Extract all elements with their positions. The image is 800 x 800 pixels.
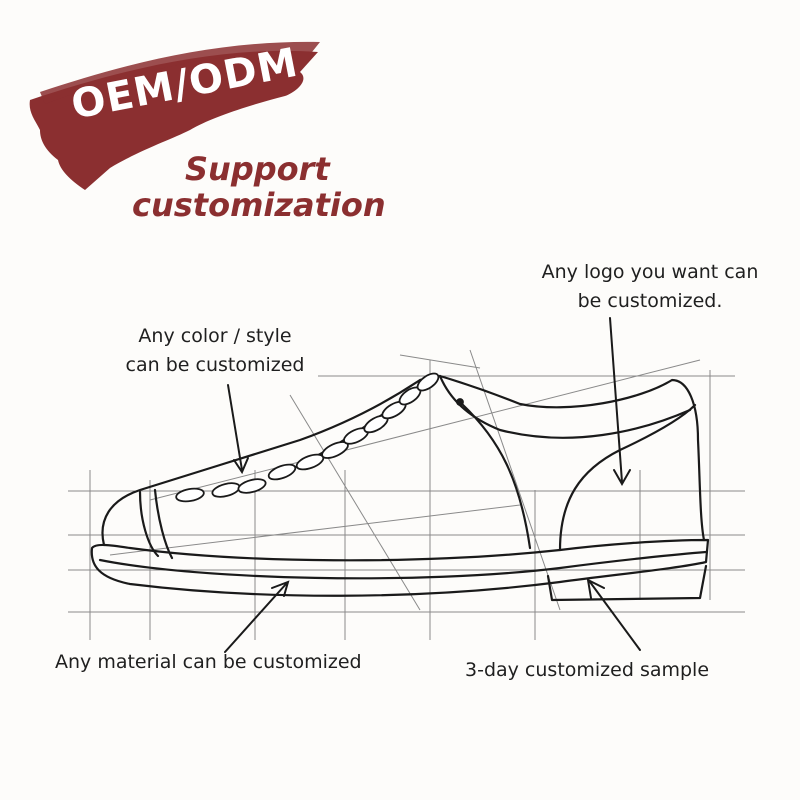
brush-banner-shape xyxy=(29,50,319,190)
shoe-laces xyxy=(175,372,464,503)
callout-color-style-line2: can be customized xyxy=(125,354,305,376)
callout-arrows xyxy=(224,317,641,653)
arrow-color-style xyxy=(227,384,249,475)
callout-logo-line2: be customized. xyxy=(577,290,723,312)
brush-banner-streak xyxy=(40,41,320,104)
arrow-logo xyxy=(609,317,631,487)
shoe-outline xyxy=(90,374,710,602)
arrow-material xyxy=(224,580,290,653)
headline-customization: customization xyxy=(132,186,386,224)
callout-color-style: Any color / style can be customized xyxy=(105,322,325,380)
callout-logo: Any logo you want can be customized. xyxy=(520,258,780,316)
arrow-sample xyxy=(586,578,641,651)
headline-support: Support xyxy=(185,150,330,188)
callout-logo-line1: Any logo you want can xyxy=(541,261,759,283)
callout-sample: 3-day customized sample xyxy=(465,659,710,681)
callout-material: Any material can be customized xyxy=(55,651,362,673)
callout-color-style-line1: Any color / style xyxy=(138,325,292,347)
